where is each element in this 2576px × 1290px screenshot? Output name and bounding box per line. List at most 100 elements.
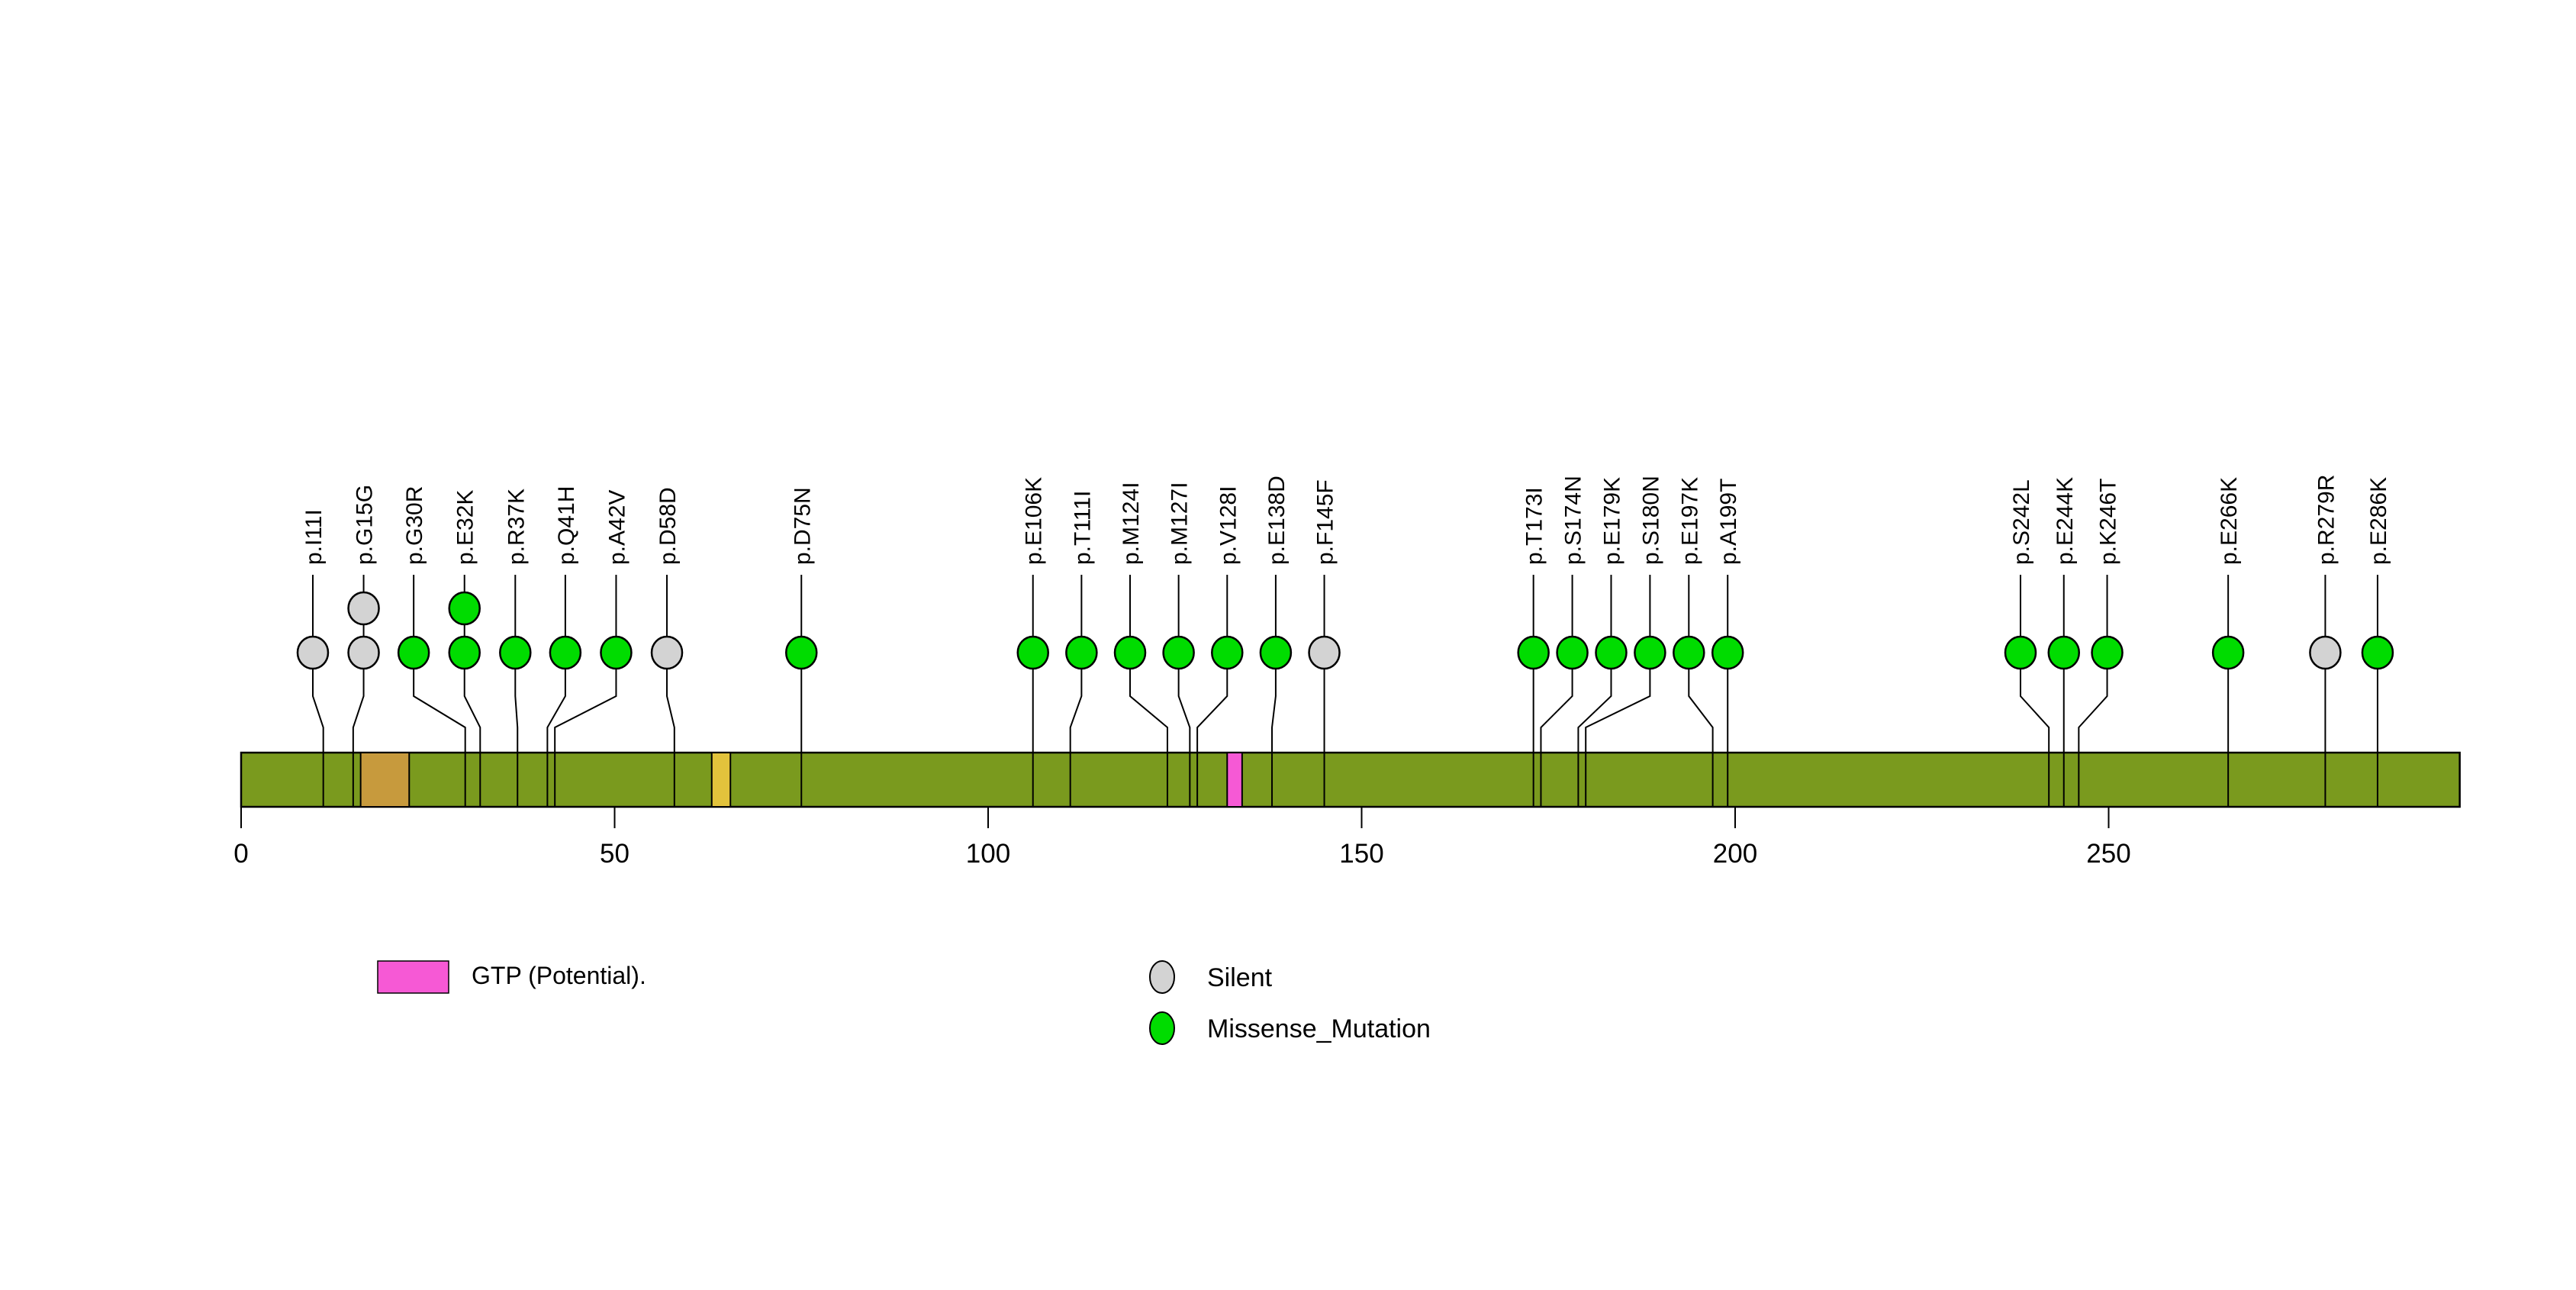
lollipop-p.R37K: p.R37K (499, 489, 532, 807)
mutation-circle-missense_mutation (1634, 635, 1666, 670)
mutation-circle-missense_mutation (448, 635, 481, 670)
mutation-label: p.E197K (1677, 477, 1702, 565)
lollipop-p.G30R: p.G30R (397, 486, 466, 807)
mutation-circle-missense_mutation (600, 635, 633, 670)
mutation-circle-missense_mutation (1211, 635, 1244, 670)
lollipop-p.I11I: p.I11I (296, 509, 330, 807)
mutation-label: p.V128I (1216, 486, 1241, 565)
mutation-circle-missense_mutation (448, 591, 481, 626)
lollipop-p.A42V: p.A42V (554, 490, 633, 807)
lollipop-p.D58D: p.D58D (650, 487, 684, 807)
mutation-circle-missense_mutation (397, 635, 430, 670)
lollipop-p.E106K: p.E106K (1016, 477, 1049, 807)
mutation-label: p.S242L (2009, 479, 2034, 565)
mutation-stem (311, 669, 324, 807)
lollipop-p.M127I: p.M127I (1162, 482, 1195, 807)
mutation-stem (1577, 669, 1612, 807)
mutation-label: p.A199T (1716, 479, 1741, 565)
mutation-circle-missense_mutation (1113, 635, 1147, 670)
mutation-circle-missense_mutation (1162, 635, 1195, 670)
mutation-circle-missense_mutation (2004, 635, 2037, 670)
lollipop-p.E197K: p.E197K (1673, 477, 1714, 807)
mutation-circle-missense_mutation (2361, 635, 2394, 670)
mutation-stem (546, 669, 566, 807)
mutation-circle-missense_mutation (1016, 635, 1049, 670)
mutation-stem (2019, 669, 2050, 807)
mutation-circle-missense_mutation (2211, 635, 2245, 670)
x-axis-tick-label: 100 (966, 839, 1010, 869)
protein-bar (240, 751, 2461, 808)
mutation-circle-silent (650, 635, 684, 670)
mutation-circle-missense_mutation (1711, 635, 1744, 670)
mutation-label: p.R279R (2314, 475, 2339, 565)
mutation-stem (1271, 669, 1277, 807)
mutation-label: p.E244K (2053, 477, 2078, 565)
mutation-label: p.F145F (1313, 479, 1338, 565)
mutation-stem (1196, 669, 1228, 807)
mutation-label: p.S174N (1561, 476, 1586, 565)
mutation-stem (554, 669, 617, 807)
mutation-circle-silent (1308, 635, 1341, 670)
lollipop-p.E32K: p.E32K (448, 490, 481, 807)
mutation-label: p.E179K (1599, 477, 1624, 565)
domain-block-0 (359, 752, 411, 808)
mutation-label: p.M127I (1167, 482, 1193, 565)
legend-label-gtp-domain: GTP (Potential). (472, 962, 646, 989)
mutation-label: p.M124I (1119, 482, 1144, 565)
lollipop-p.Q41H: p.Q41H (546, 486, 582, 807)
lollipop-p.E266K: p.E266K (2211, 477, 2245, 807)
x-axis-tick-label: 50 (600, 839, 630, 869)
lollipop-p.K246T: p.K246T (2078, 479, 2124, 807)
legend-label-missense-mutation: Missense_Mutation (1207, 1014, 1431, 1043)
mutation-label: p.K246T (2096, 479, 2121, 565)
mutation-circle-missense_mutation (785, 635, 818, 670)
lollipop-p.D75N: p.D75N (785, 487, 818, 807)
mutation-circle-missense_mutation (2047, 635, 2081, 670)
lollipop-p.F145F: p.F145F (1308, 479, 1341, 807)
mutation-circle-silent (347, 591, 380, 626)
x-axis-tick-label: 250 (2086, 839, 2130, 869)
mutation-label: p.D75N (790, 487, 815, 565)
mutation-label: p.R37K (504, 489, 529, 565)
mutation-stem (463, 669, 481, 807)
mutation-label: p.G30R (402, 486, 427, 565)
mutation-stem (1129, 669, 1168, 807)
lollipop-p.M124I: p.M124I (1113, 482, 1168, 807)
mutation-stem (1688, 669, 1714, 807)
legend-swatch-gtp-domain (377, 960, 449, 994)
mutation-label: p.A42V (604, 490, 630, 565)
lollipop-p.R279R: p.R279R (2309, 475, 2342, 807)
mutation-label: p.E138D (1264, 476, 1290, 565)
mutation-circle-missense_mutation (1065, 635, 1098, 670)
mutation-circle-missense_mutation (549, 635, 582, 670)
mutation-stem (1177, 669, 1191, 807)
mutation-circle-missense_mutation (1556, 635, 1589, 670)
mutation-stem (352, 669, 365, 807)
mutation-circle-missense_mutation (1673, 635, 1705, 670)
mutation-stem (1540, 669, 1573, 807)
mutation-circle-missense_mutation (499, 635, 532, 670)
mutation-circle-silent (296, 635, 330, 670)
mutation-stem (666, 669, 675, 807)
lollipop-p.E179K: p.E179K (1577, 477, 1628, 807)
lollipop-p.G15G: p.G15G (347, 485, 380, 807)
lollipop-p.E138D: p.E138D (1259, 476, 1293, 807)
legend-swatch-missense-mutation (1149, 1011, 1175, 1045)
mutation-label: p.Q41H (554, 486, 579, 565)
mutation-label: p.T173I (1522, 487, 1547, 565)
mutation-circle-missense_mutation (1517, 635, 1550, 670)
mutation-label: p.S180N (1638, 476, 1663, 565)
lollipop-p.S242L: p.S242L (2004, 479, 2050, 807)
mutation-stem (1585, 669, 1651, 807)
domain-gtp-potential- (1226, 752, 1243, 808)
mutation-stem (514, 669, 519, 807)
legend-label-silent: Silent (1207, 963, 1273, 992)
legend-swatch-silent (1149, 960, 1175, 994)
domain-block-1 (710, 752, 732, 808)
lollipop-p.E286K: p.E286K (2361, 477, 2394, 807)
mutation-circle-missense_mutation (1259, 635, 1293, 670)
mutation-circle-silent (2309, 635, 2342, 670)
